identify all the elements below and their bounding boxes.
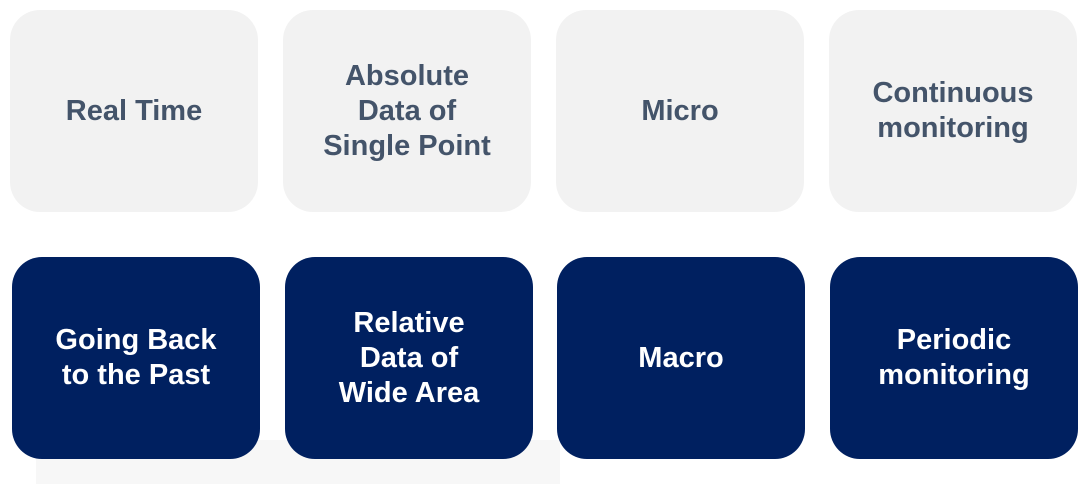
tile-absolute-data: Absolute Data of Single Point: [283, 10, 531, 212]
tile-label: Relative Data of Wide Area: [338, 306, 480, 409]
tile-micro: Micro: [556, 10, 804, 212]
tile-label: Absolute Data of Single Point: [323, 59, 491, 162]
tile-periodic-monitoring: Periodic monitoring: [830, 257, 1078, 459]
tile-label: Going Back to the Past: [55, 324, 217, 391]
tile-going-back: Going Back to the Past: [12, 257, 260, 459]
tile-label: Micro: [641, 94, 719, 127]
tile-continuous-monitoring: Continuous monitoring: [829, 10, 1077, 212]
tile-macro: Macro: [557, 257, 805, 459]
tile-real-time: Real Time: [10, 10, 258, 212]
tile-label: Macro: [638, 341, 724, 374]
tile-label: Periodic monitoring: [878, 324, 1030, 391]
tile-label: Continuous monitoring: [872, 77, 1034, 144]
tile-relative-data: Relative Data of Wide Area: [285, 257, 533, 459]
tile-label: Real Time: [65, 94, 203, 127]
